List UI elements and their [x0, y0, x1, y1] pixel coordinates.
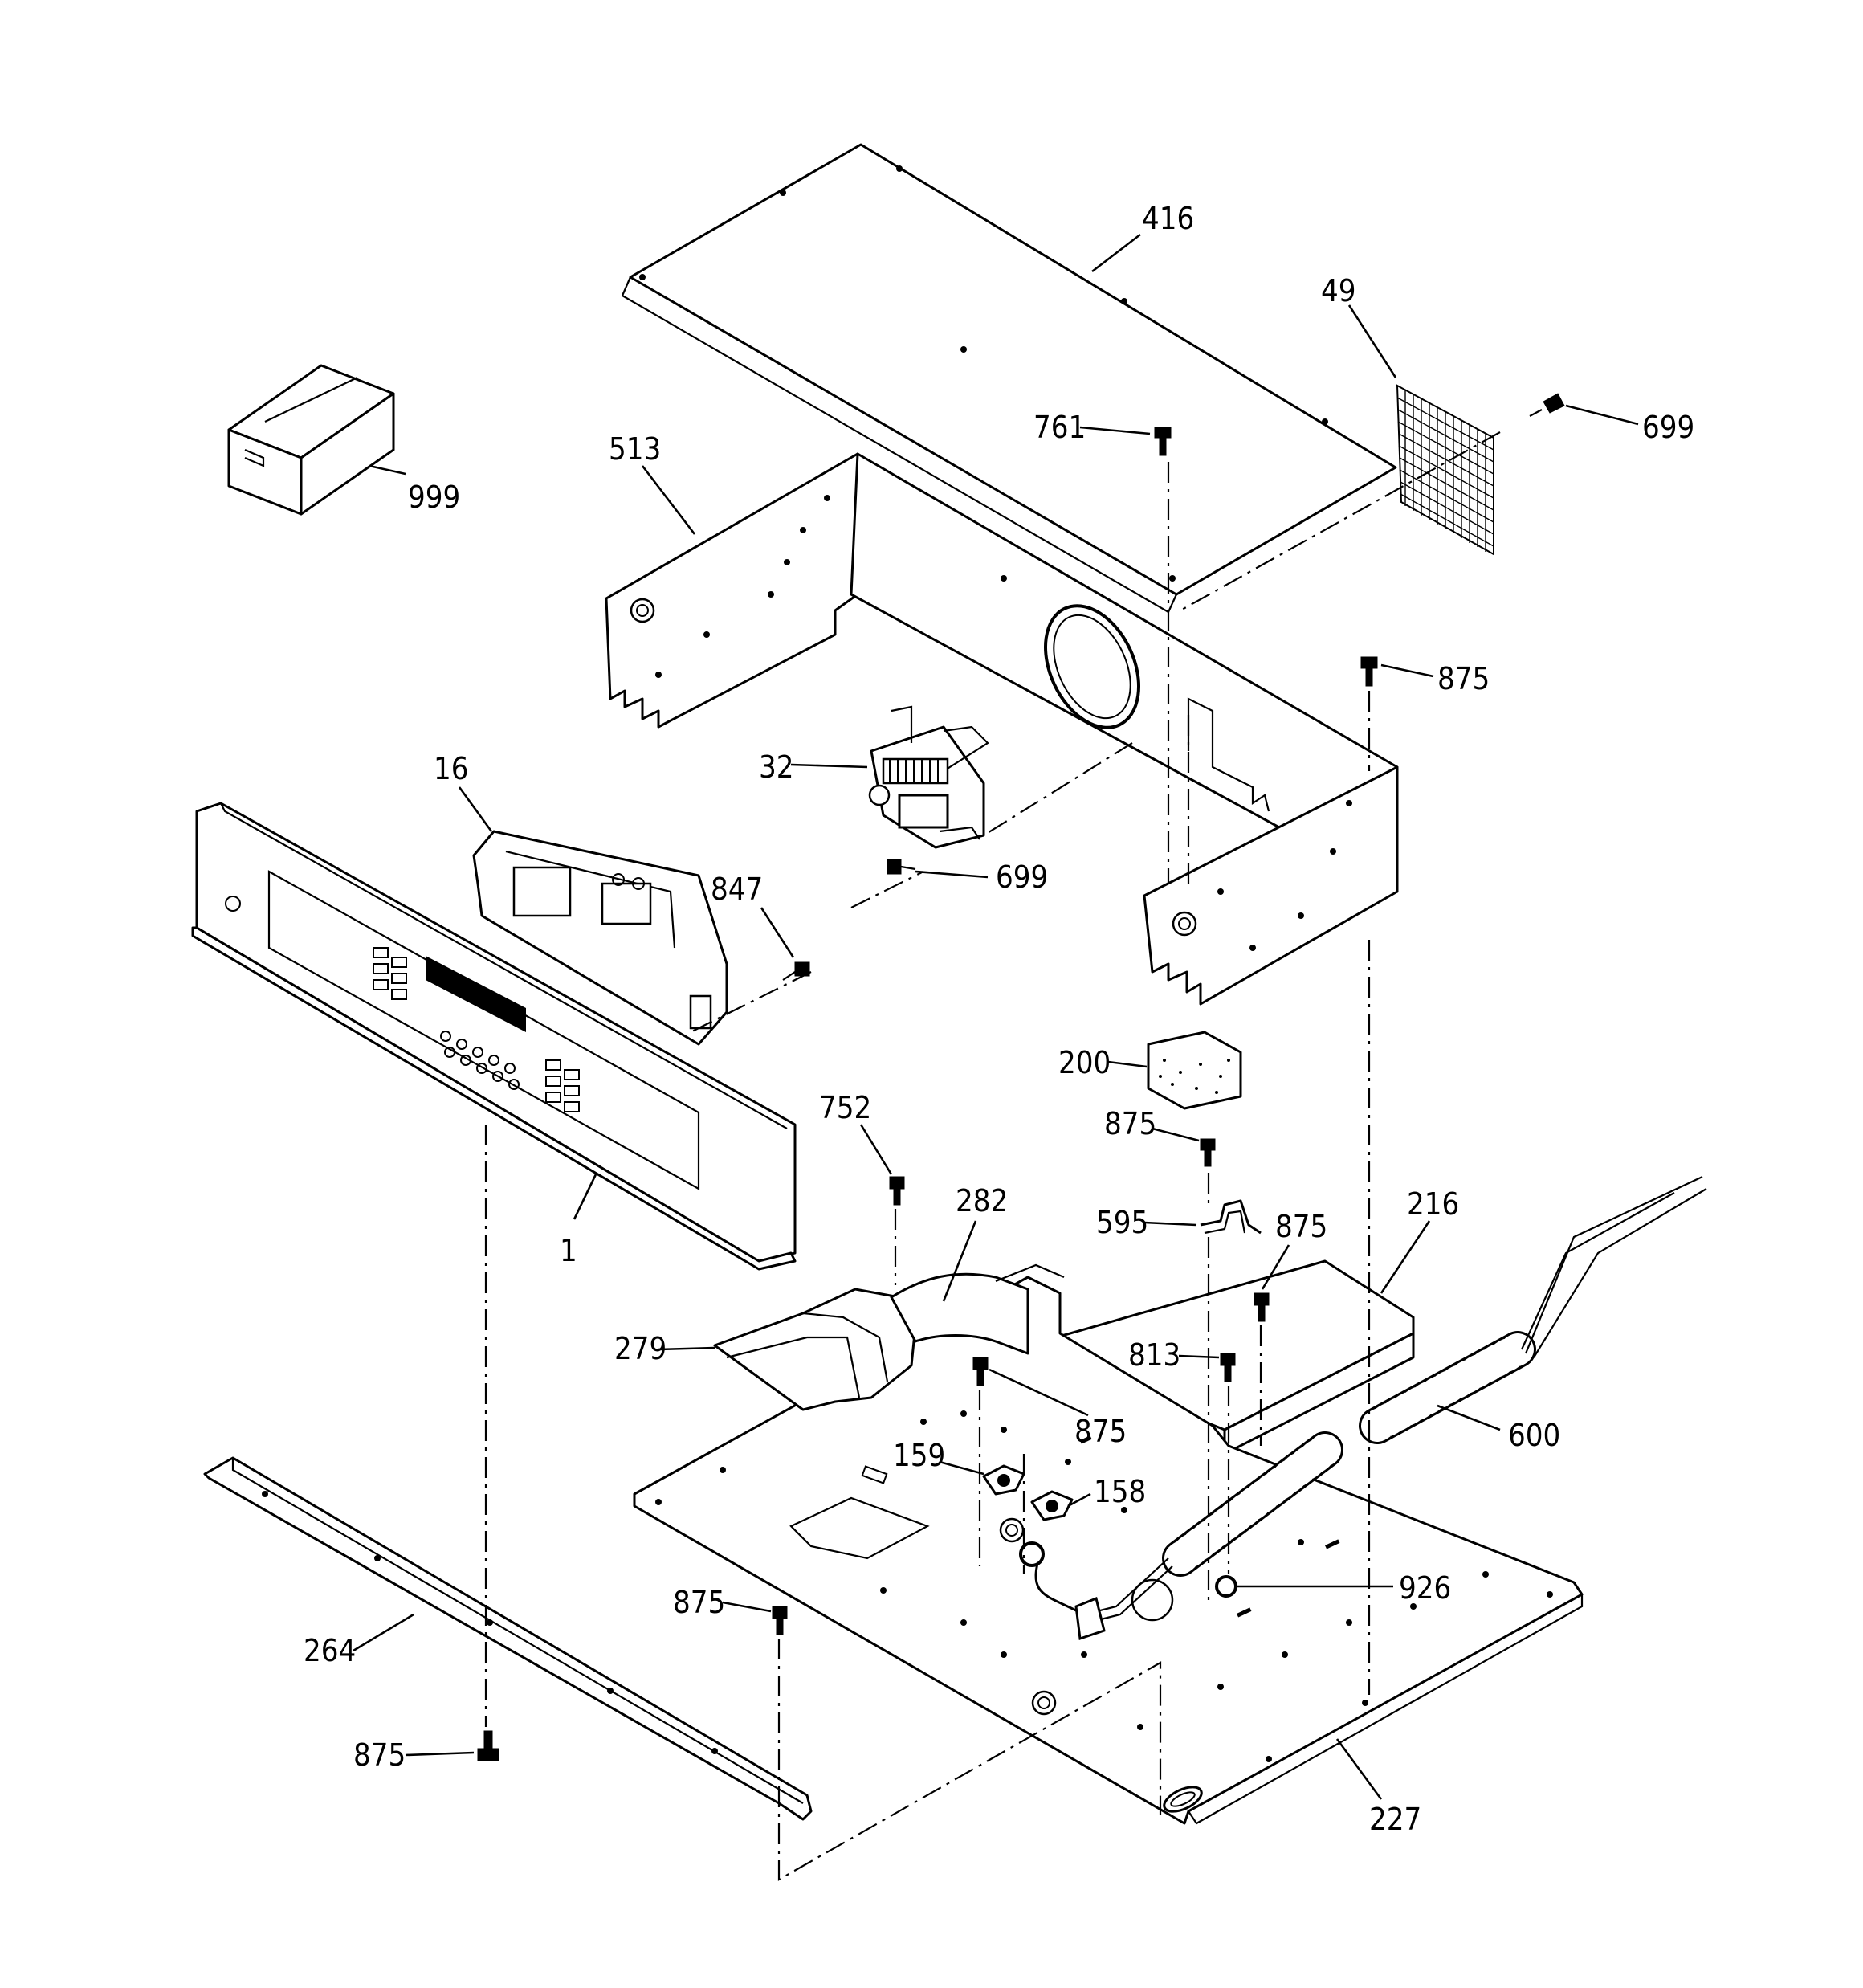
label-813: 813 [1128, 1337, 1180, 1373]
mesh-screen-49 [1396, 384, 1494, 556]
label-16: 16 [434, 751, 469, 786]
rail-264 [203, 1456, 813, 1821]
screw-875-near-216 [1254, 1292, 1270, 1322]
label-279: 279 [614, 1331, 667, 1366]
part-labels: 416 49 699 761 513 999 875 32 16 699 847… [304, 201, 1694, 1837]
label-761: 761 [1033, 410, 1086, 445]
label-264: 264 [304, 1633, 356, 1668]
label-32: 32 [759, 749, 794, 785]
package-box-999 [227, 364, 395, 516]
control-panel-1 [191, 802, 797, 1271]
label-875-near-216: 875 [1275, 1209, 1327, 1244]
label-513: 513 [609, 431, 661, 467]
label-699-middle: 699 [996, 859, 1048, 895]
screw-699-top [1529, 393, 1565, 417]
label-227: 227 [1369, 1802, 1421, 1837]
label-282: 282 [956, 1183, 1008, 1219]
screw-875-bottom-middle [772, 1606, 788, 1635]
label-416: 416 [1142, 201, 1194, 236]
wire-harness-600 [1019, 1176, 1707, 1641]
label-699-top: 699 [1642, 410, 1694, 445]
label-875-under-200: 875 [1104, 1106, 1156, 1141]
label-216: 216 [1407, 1186, 1459, 1222]
label-595: 595 [1096, 1205, 1148, 1240]
screw-847 [782, 961, 810, 981]
label-847: 847 [711, 872, 763, 907]
label-875-base-left: 875 [1074, 1414, 1127, 1449]
assembly-lines [484, 431, 1501, 1881]
label-600: 600 [1508, 1418, 1560, 1453]
outer-wrapper-513 [605, 452, 1399, 1006]
screw-752 [889, 1176, 905, 1206]
thermostat-159 [982, 1464, 1025, 1496]
screw-875-base-left [972, 1357, 989, 1386]
label-1: 1 [560, 1233, 577, 1268]
label-159: 159 [893, 1438, 945, 1473]
label-752: 752 [819, 1090, 871, 1125]
screw-875-bottom-left [477, 1730, 499, 1761]
thermostat-158 [1030, 1490, 1074, 1521]
screw-761 [1154, 427, 1172, 456]
screw-875-upper-right [1360, 656, 1378, 687]
label-926: 926 [1399, 1570, 1451, 1606]
screw-699-middle [887, 859, 916, 875]
top-cover-416 [621, 143, 1397, 614]
base-227 [633, 1276, 1584, 1825]
label-875-bottom-middle: 875 [673, 1585, 725, 1620]
screw-813 [1220, 1353, 1236, 1382]
label-875-upper-right: 875 [1437, 661, 1490, 696]
insulation-block-200 [1147, 1031, 1242, 1110]
label-999: 999 [408, 480, 460, 515]
label-200: 200 [1058, 1045, 1111, 1080]
damper-motor-32 [868, 705, 989, 849]
leader-lines [353, 233, 1639, 1800]
clamp-595 [1200, 1199, 1262, 1235]
label-158: 158 [1094, 1474, 1146, 1509]
control-board-16 [472, 830, 728, 1046]
hose-282 [890, 1263, 1065, 1355]
duct-279 [713, 1288, 917, 1411]
screw-875-under-200 [1200, 1138, 1216, 1167]
label-49: 49 [1321, 273, 1356, 308]
grommet-926 [1215, 1575, 1237, 1598]
label-875-bottom-left: 875 [353, 1737, 406, 1773]
